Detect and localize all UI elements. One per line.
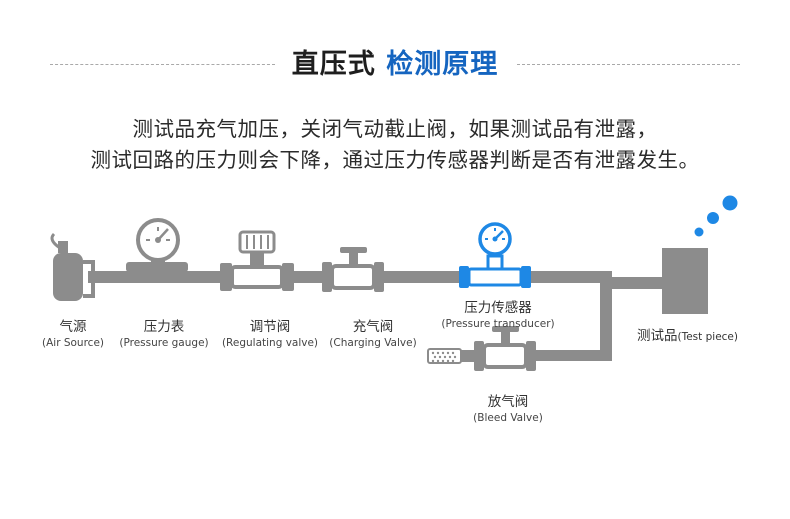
pressure-transducer-icon	[459, 222, 531, 288]
label-pressure-gauge-cn: 压力表	[143, 319, 185, 335]
test-piece-icon	[662, 248, 708, 314]
label-regulating-valve-cn: 调节阀	[249, 319, 291, 335]
label-air-source: 气源 (Air Source)	[42, 319, 104, 350]
title-divider-left	[50, 64, 275, 65]
label-test-piece: 测试品(Test piece)	[637, 324, 738, 344]
branch-pipe-vertical	[600, 277, 612, 361]
label-charging-valve: 充气阀 (Charging Valve)	[329, 319, 416, 350]
label-air-source-cn: 气源	[59, 319, 87, 335]
label-pressure-gauge-en: (Pressure gauge)	[119, 337, 209, 349]
label-bleed-valve-cn: 放气阀	[487, 394, 529, 410]
page-title: 直压式 检测原理	[0, 42, 790, 81]
leak-bubbles-icon	[694, 195, 738, 237]
bleed-valve-icon	[461, 326, 536, 371]
label-pressure-transducer-cn: 压力传感器	[464, 300, 532, 316]
label-test-piece-cn: 测试品	[637, 328, 678, 344]
pressure-gauge-icon	[126, 218, 188, 272]
title-part2: 检测原理	[386, 49, 499, 80]
label-pressure-gauge: 压力表 (Pressure gauge)	[119, 319, 208, 350]
test-piece-pipe	[600, 277, 662, 289]
title-divider-right	[517, 64, 740, 65]
label-charging-valve-cn: 充气阀	[352, 319, 394, 335]
regulating-valve-icon	[220, 230, 294, 291]
label-bleed-valve-en: (Bleed Valve)	[473, 412, 543, 424]
air-source-icon	[50, 232, 95, 301]
label-pressure-transducer-en: (Pressure transducer)	[441, 318, 555, 330]
charging-valve-icon	[322, 247, 384, 292]
label-bleed-valve: 放气阀 (Bleed Valve)	[473, 394, 543, 425]
title-part1: 直压式	[291, 49, 376, 80]
description-line2: 测试回路的压力则会下降，通过压力传感器判断是否有泄露发生。	[90, 148, 700, 172]
muffler-icon	[427, 348, 462, 364]
label-test-piece-en: (Test piece)	[677, 331, 738, 343]
description-line1: 测试品充气加压，关闭气动截止阀，如果测试品有泄露，	[132, 117, 658, 141]
label-charging-valve-en: (Charging Valve)	[329, 337, 417, 349]
label-regulating-valve-en: (Regulating valve)	[221, 337, 319, 349]
label-air-source-en: (Air Source)	[41, 337, 105, 349]
label-pressure-transducer: 压力传感器 (Pressure transducer)	[441, 300, 554, 331]
label-regulating-valve: 调节阀 (Regulating valve)	[222, 319, 318, 350]
